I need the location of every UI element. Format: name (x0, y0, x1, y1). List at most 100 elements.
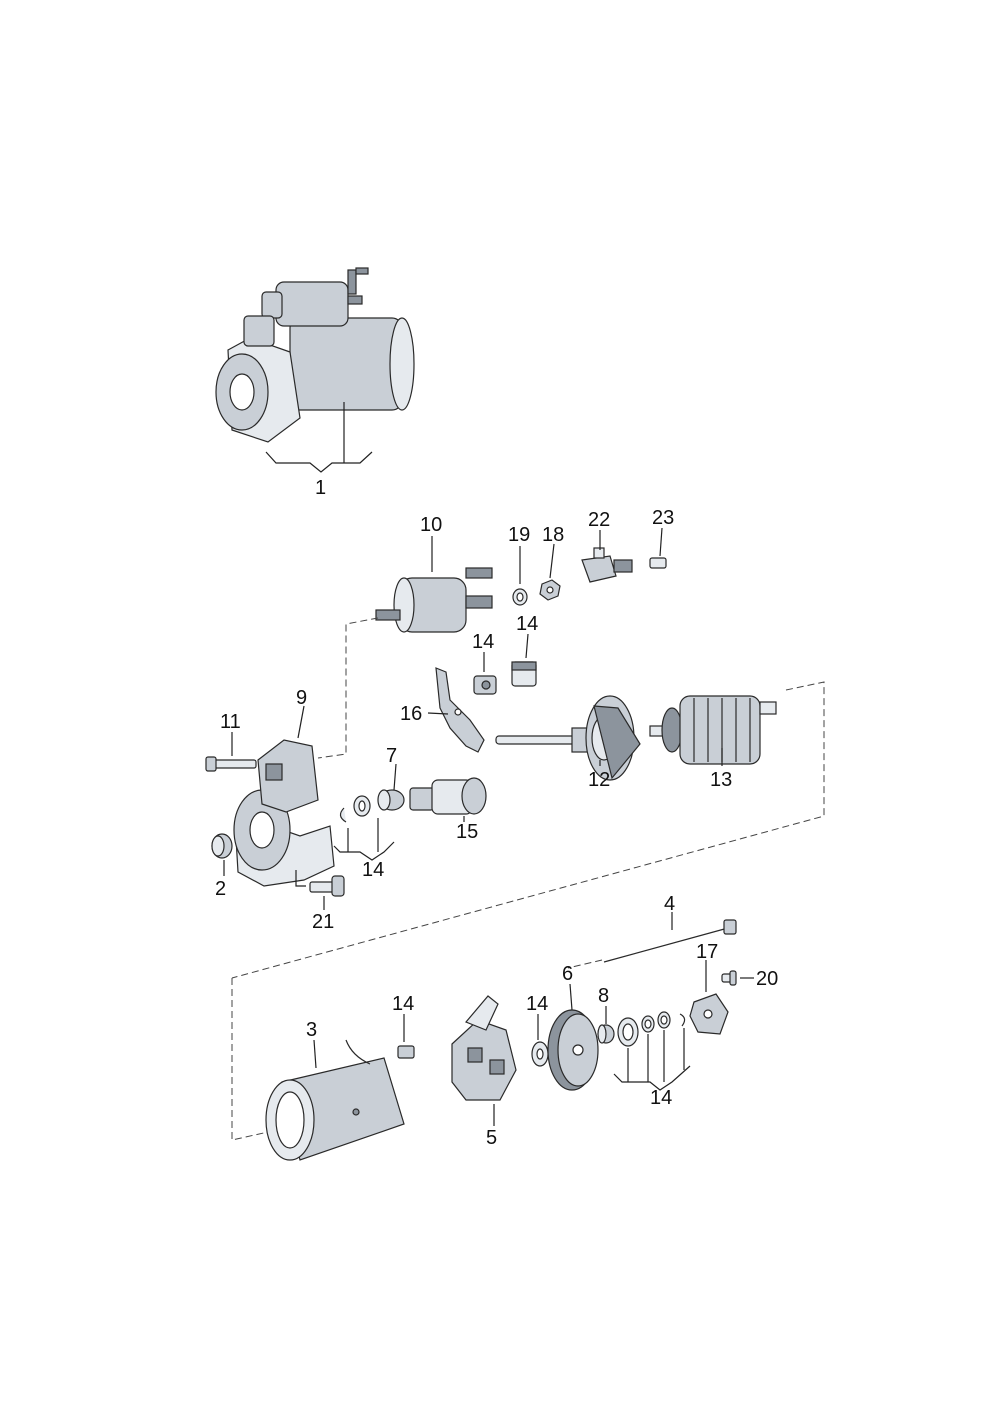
callout-14f: 14 (650, 1087, 672, 1109)
starter-motor-assembly[interactable] (215, 267, 415, 443)
contact-pin[interactable] (649, 557, 667, 569)
drive-end-housing[interactable] (233, 739, 335, 887)
solenoid-switch[interactable] (375, 567, 493, 633)
engaging-lever[interactable] (435, 667, 485, 753)
bracket-14f (613, 1065, 691, 1091)
cover-cap-hole (703, 1009, 713, 1019)
freewheel-collar (461, 777, 487, 815)
bush-2-face (211, 835, 225, 857)
callout-13: 13 (710, 769, 732, 791)
callout-21: 21 (312, 911, 334, 933)
callout-19: 19 (508, 524, 530, 546)
motor-end-cap (389, 317, 415, 411)
solenoid-terminal-lower (347, 295, 363, 305)
hex-nut[interactable] (539, 579, 561, 601)
spring-washer[interactable] (512, 588, 528, 606)
shim-1-hole (622, 1023, 634, 1041)
callout-9: 9 (296, 687, 307, 709)
connector-body (581, 555, 617, 583)
housing-upper (257, 739, 319, 813)
connector-plug (613, 559, 633, 573)
bolt-21[interactable] (309, 875, 345, 897)
callout-8: 8 (598, 985, 609, 1007)
field-wire (345, 1039, 371, 1065)
bush-2[interactable] (211, 833, 233, 859)
leader-9 (297, 705, 305, 739)
motor-housing (289, 317, 403, 411)
callout-14b: 14 (516, 613, 538, 635)
bush-8[interactable] (597, 1024, 615, 1044)
freewheel-pinion[interactable] (409, 777, 487, 815)
callout-14d: 14 (392, 993, 414, 1015)
leader-23 (659, 527, 663, 557)
armature[interactable] (649, 695, 777, 765)
callout-1: 1 (315, 477, 326, 499)
intermediate-bearing[interactable] (585, 695, 641, 781)
brush-plate[interactable] (451, 995, 517, 1101)
callout-16: 16 (400, 703, 422, 725)
pole-housing-screw-hole (352, 1108, 360, 1116)
pinion-opening (229, 373, 255, 411)
leader-18 (549, 543, 555, 579)
shim-3-hole (660, 1015, 668, 1025)
solenoid-terminal-bottom (465, 595, 493, 609)
brush-holder-2 (489, 1059, 505, 1075)
screw-20[interactable] (721, 970, 737, 986)
bolt-21-head (331, 875, 345, 897)
leader-7 (393, 763, 397, 791)
solenoid-face (393, 577, 415, 633)
tie-bolt-shank (603, 927, 729, 963)
housing-lug (265, 763, 283, 781)
shim-set[interactable] (617, 1011, 686, 1047)
connector-latch (593, 547, 605, 559)
bush-8-face (597, 1024, 607, 1044)
guide-line-solenoid (317, 617, 379, 759)
bolt-11-head (205, 756, 217, 772)
circlip (339, 807, 347, 823)
callout-10: 10 (420, 514, 442, 536)
guide-line-lower-left (231, 978, 269, 1141)
tie-bolt[interactable] (603, 919, 737, 963)
callout-12: 12 (588, 769, 610, 791)
cover-cap[interactable] (689, 993, 729, 1035)
solenoid-cap (261, 291, 283, 319)
end-shield-bore (572, 1044, 584, 1056)
solenoid-terminal-top (465, 567, 493, 579)
callout-22: 22 (588, 509, 610, 531)
washer-14[interactable] (531, 1041, 549, 1067)
shim-2-hole (644, 1019, 652, 1029)
pole-housing[interactable] (265, 1039, 405, 1161)
armature-core (679, 695, 761, 765)
repair-kit-part-block[interactable] (511, 661, 537, 687)
pole-housing-inner (275, 1091, 305, 1149)
guide-line-armature (231, 681, 825, 979)
callout-20: 20 (756, 968, 778, 990)
mounting-bracket (243, 315, 275, 347)
callout-14a: 14 (472, 631, 494, 653)
callout-14c: 14 (362, 859, 384, 881)
repair-kit-part-small[interactable] (397, 1045, 415, 1059)
small-part-shape (397, 1045, 415, 1059)
washer-14-hole (536, 1048, 544, 1060)
drive-shaft[interactable] (495, 727, 597, 753)
commutator-end-shield[interactable] (547, 1009, 599, 1091)
armature-shaft-rear (759, 701, 777, 715)
callout-2: 2 (215, 878, 226, 900)
guide-line-tie-bolt (567, 959, 603, 969)
spring-washer-hole (516, 592, 524, 602)
solenoid-terminal (347, 269, 357, 295)
bolt-11[interactable] (205, 756, 257, 772)
stop-ring-hole (358, 800, 366, 812)
leader-6 (569, 983, 573, 1011)
hex-nut-hole (546, 586, 554, 594)
planet-carrier (593, 705, 641, 780)
callout-7: 7 (386, 745, 397, 767)
housing-bore-inner (249, 811, 275, 849)
tie-bolt-head (723, 919, 737, 935)
callout-4: 4 (664, 893, 675, 915)
repair-kit-part-clip[interactable] (473, 675, 497, 695)
connector-housing[interactable] (581, 547, 633, 583)
bush-7[interactable] (377, 789, 405, 811)
stop-ring[interactable] (353, 795, 371, 817)
